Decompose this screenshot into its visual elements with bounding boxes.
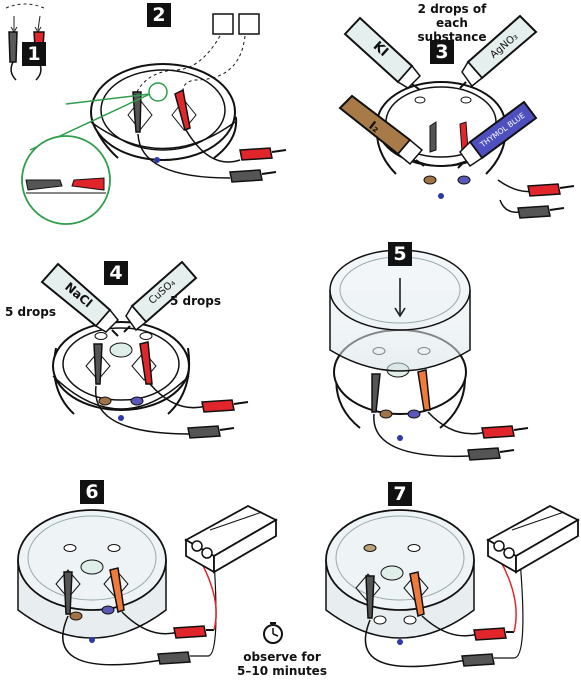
drops-5-left-label: 5 drops (5, 305, 57, 319)
step-2-badge: 2 (147, 3, 171, 27)
i2-bottle (338, 94, 425, 167)
drops-each-label: 2 drops of each substance (417, 2, 487, 44)
step-7-badge: 7 (388, 482, 412, 506)
step-3-dish (338, 14, 575, 219)
bottle-label-ki: KI (370, 39, 391, 60)
black-clip-icon (8, 31, 18, 81)
step-5-dish-with-lid (329, 249, 529, 461)
step-2-dish (21, 13, 287, 225)
step-6-circuit (17, 504, 283, 666)
step-3-badge: 3 (430, 40, 454, 64)
step-4-dish (40, 260, 249, 439)
nacl-bottle (40, 262, 120, 337)
step-7-result (325, 504, 580, 668)
magnifier-callout (21, 93, 151, 225)
ki-bottle (343, 16, 422, 91)
arrow-down-icon (394, 278, 406, 318)
step-1-badge: 1 (22, 42, 46, 66)
stopwatch-icon (263, 622, 283, 644)
step-5-badge: 5 (388, 242, 412, 266)
step-6-badge: 6 (80, 480, 104, 504)
agno3-bottle (459, 14, 538, 89)
drops-5-right-label: 5 drops (170, 294, 222, 308)
battery-holder-icon (486, 504, 580, 574)
battery-holder-icon (184, 504, 278, 574)
cuso4-bottle (123, 260, 198, 333)
step-4-badge: 4 (104, 261, 128, 285)
thymol-blue-bottle (457, 100, 538, 169)
observe-label: observe for 5–10 minutes (237, 650, 327, 678)
